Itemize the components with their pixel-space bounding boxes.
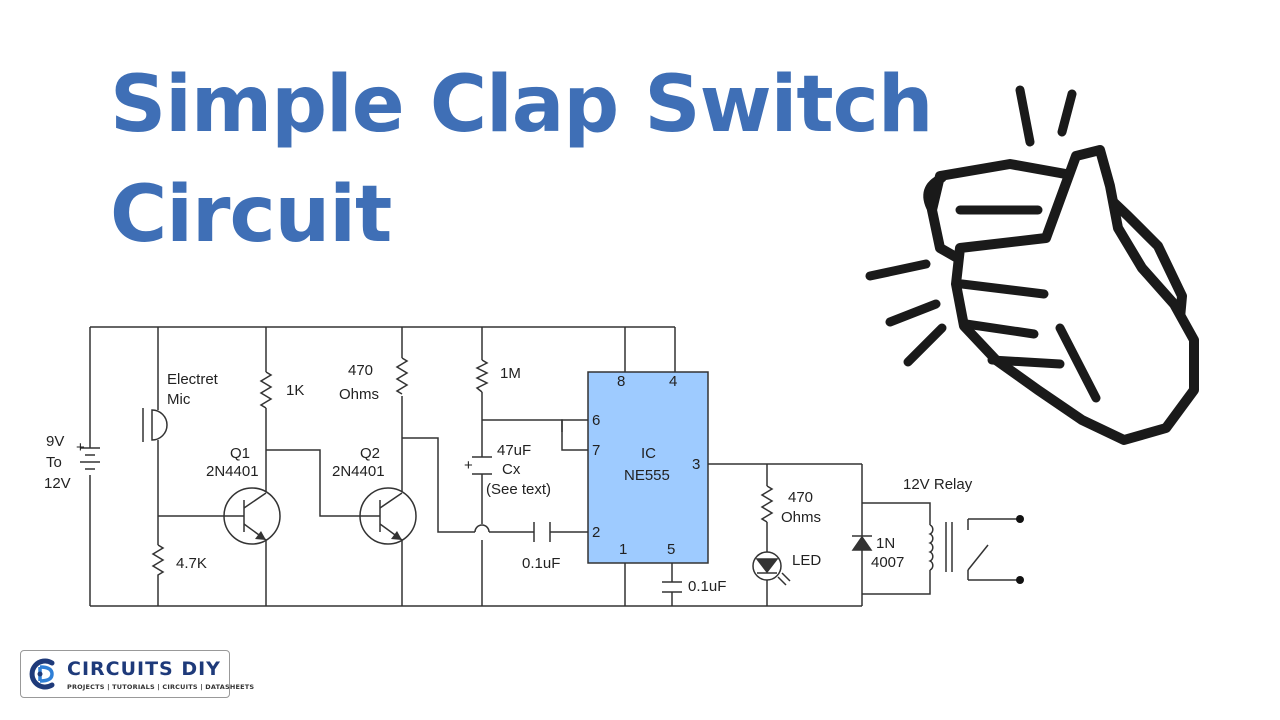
finger-lines	[923, 173, 1101, 403]
pin-8-label: 8	[617, 373, 625, 390]
supply-to-label: To	[46, 454, 62, 471]
logo-tagline: PROJECTS | TUTORIALS | CIRCUITS | DATASH…	[67, 683, 255, 691]
c-input-label: 0.1uF	[522, 555, 560, 572]
supply-voltage-label: 9V	[46, 433, 64, 450]
battery-plus-label: +	[76, 439, 85, 456]
led-label: LED	[792, 552, 821, 569]
logo-name: CIRCUITS DIY	[67, 658, 221, 680]
pin-1-label: 1	[619, 541, 627, 558]
r470-unit-label: Ohms	[339, 386, 379, 403]
q1-name-label: Q1	[230, 445, 250, 462]
pin-6-label: 6	[592, 412, 600, 429]
q1-part-label: 2N4401	[206, 463, 259, 480]
pin-3-label: 3	[692, 456, 700, 473]
r4k7-label: 4.7K	[176, 555, 207, 572]
mic-label-1: Electret	[167, 371, 219, 388]
r1m-label: 1M	[500, 365, 521, 382]
pin-2-label: 2	[592, 524, 600, 541]
electret-mic-symbol	[142, 408, 168, 442]
pin-5-label: 5	[667, 541, 675, 558]
wire-crossover	[474, 524, 490, 533]
transistor-q1	[223, 487, 281, 545]
pin-4-label: 4	[669, 373, 677, 390]
diode-label-1: 1N	[876, 535, 895, 552]
relay-terminal-bottom	[1016, 576, 1024, 584]
r470-value-label: 470	[348, 362, 373, 379]
led-resistor-value-label: 470	[788, 489, 813, 506]
ic-name-label: IC	[641, 445, 656, 462]
battery-symbol	[80, 447, 100, 470]
cx-note-label: (See text)	[486, 481, 551, 498]
ic-part-label: NE555	[624, 467, 670, 484]
clapping-hands-icon	[865, 85, 1199, 445]
resistor-1m	[475, 359, 489, 393]
circuits-diy-logo-icon	[29, 658, 55, 690]
resistor-led	[760, 485, 774, 523]
q2-name-label: Q2	[360, 445, 380, 462]
pin-7-label: 7	[592, 442, 600, 459]
c-pin5-label: 0.1uF	[688, 578, 726, 595]
cx-name-label: Cx	[502, 461, 521, 478]
resistor-4k7	[151, 544, 165, 580]
transistor-q2	[358, 487, 417, 545]
diode-label-2: 4007	[871, 554, 904, 571]
resistors	[151, 357, 774, 580]
cx-gap	[480, 458, 484, 473]
circuit-wires	[89, 326, 1020, 607]
led-symbol	[752, 551, 791, 586]
relay-terminal-top	[1016, 515, 1024, 523]
resistor-1k	[259, 371, 273, 409]
q1-emitter-arrow	[255, 531, 266, 540]
r1k-label: 1K	[286, 382, 304, 399]
cx-value-label: 47uF	[497, 442, 531, 459]
relay-symbol	[928, 522, 953, 572]
diode-1n4007	[851, 535, 873, 551]
mic-label-2: Mic	[167, 391, 191, 408]
supply-max-label: 12V	[44, 475, 71, 492]
page-title-line-1: Simple Clap Switch	[110, 60, 933, 150]
q2-part-label: 2N4401	[332, 463, 385, 480]
cx-plus-label: +	[464, 457, 473, 474]
page-title-line-2: Circuit	[110, 170, 392, 260]
relay-label: 12V Relay	[903, 476, 973, 493]
capacitors	[472, 456, 682, 593]
clap-motion-lines	[865, 85, 1077, 367]
resistor-470	[395, 357, 409, 395]
q2-emitter-arrow	[391, 531, 402, 540]
ne555-ic-body	[587, 371, 709, 564]
circuits-diy-logo: CIRCUITS DIY PROJECTS | TUTORIALS | CIRC…	[20, 650, 254, 698]
led-resistor-unit-label: Ohms	[781, 509, 821, 526]
front-hand	[951, 145, 1199, 445]
